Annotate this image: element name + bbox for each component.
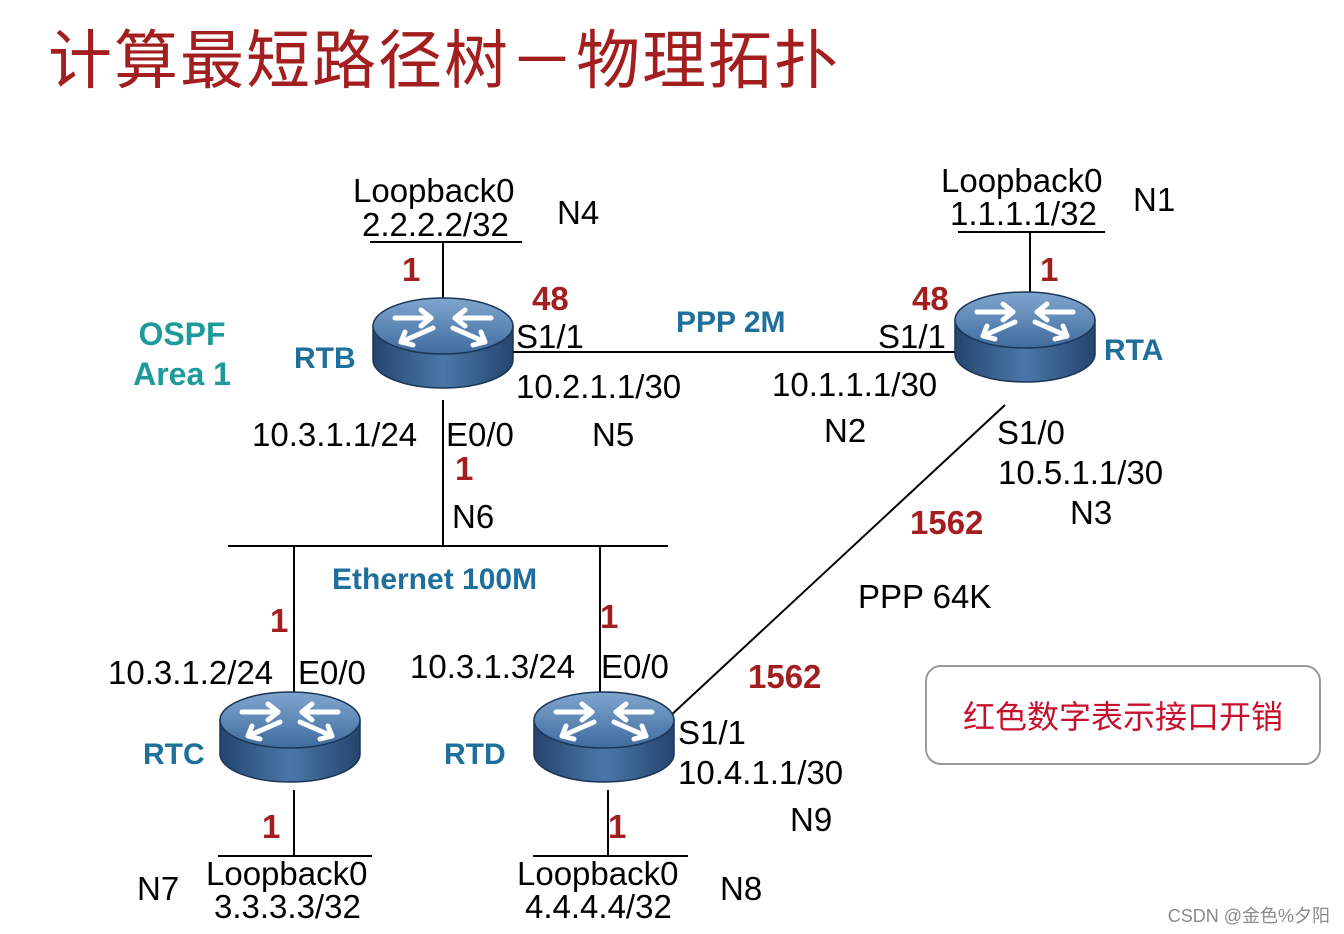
rtc-label: RTC	[143, 738, 205, 771]
rta-router-icon	[955, 292, 1095, 382]
rtd-s11-cost: 1562	[748, 658, 822, 695]
rtb-loopback-cost: 1	[402, 251, 421, 288]
watermark: CSDN @金色%夕阳	[1167, 906, 1330, 926]
rta-loopback-cost: 1	[1040, 251, 1059, 288]
rtd-e00-if: E0/0	[601, 648, 669, 685]
rta-loopback-net: N1	[1133, 181, 1176, 218]
rtd-loopback-ip: 4.4.4.4/32	[525, 888, 672, 925]
rtb-s11-net: N5	[592, 416, 635, 453]
rtd-s11-ip: 10.4.1.1/30	[678, 754, 844, 791]
rtd-s11-if: S1/1	[678, 714, 746, 751]
rtd-label: RTD	[444, 738, 506, 771]
rtc-router-icon	[220, 692, 360, 782]
rtb-e00-ip: 10.3.1.1/24	[252, 416, 418, 453]
rtd-s11-net: N9	[790, 801, 833, 838]
legend-text: 红色数字表示接口开销	[962, 698, 1283, 736]
rta-label: RTA	[1104, 334, 1164, 367]
rta-s11-net: N2	[824, 412, 867, 449]
rtb-e00-if: E0/0	[446, 416, 514, 453]
rtd-e00-cost: 1	[600, 598, 619, 635]
ppp-2m-label: PPP 2M	[676, 306, 786, 339]
rta-s10-if: S1/0	[997, 414, 1065, 451]
rtd-router-icon	[534, 692, 674, 782]
rtb-loopback-name: Loopback0	[353, 172, 515, 209]
rta-s10-ip: 10.5.1.1/30	[998, 454, 1164, 491]
rta-loopback-name: Loopback0	[941, 162, 1103, 199]
rtb-s11-if: S1/1	[516, 318, 584, 355]
legend-box: 红色数字表示接口开销	[925, 665, 1321, 765]
rtb-router-icon	[373, 298, 513, 388]
rtb-s11-ip: 10.2.1.1/30	[516, 368, 682, 405]
rtb-s11-cost: 48	[532, 280, 569, 317]
rtc-loopback-cost: 1	[262, 808, 281, 845]
rtd-loopback-name: Loopback0	[517, 855, 679, 892]
rtb-loopback-ip: 2.2.2.2/32	[362, 206, 509, 243]
ppp-64k-link	[667, 404, 1006, 719]
rtb-e00-net: N6	[452, 498, 495, 535]
rta-s10-cost: 1562	[910, 504, 984, 541]
rtc-e00-cost: 1	[270, 602, 289, 639]
rtb-label: RTB	[294, 342, 356, 375]
rtc-e00-ip: 10.3.1.2/24	[108, 654, 274, 691]
rtc-loopback-name: Loopback0	[206, 855, 368, 892]
rta-s11-ip: 10.1.1.1/30	[772, 366, 938, 403]
rta-loopback-ip: 1.1.1.1/32	[950, 195, 1097, 232]
rtc-e00-if: E0/0	[298, 654, 366, 691]
area-label-2: Area 1	[133, 356, 231, 392]
rtc-loopback-net: N7	[137, 870, 180, 907]
rtb-loopback-net: N4	[557, 194, 600, 231]
ethernet-label: Ethernet 100M	[332, 563, 538, 596]
rtd-loopback-cost: 1	[608, 808, 627, 845]
rtd-loopback-net: N8	[720, 870, 763, 907]
area-label-1: OSPF	[138, 316, 226, 352]
rtb-e00-cost: 1	[455, 450, 474, 487]
rta-s11-cost: 48	[912, 280, 949, 317]
rtd-e00-ip: 10.3.1.3/24	[410, 648, 576, 685]
page-title: 计算最短路径树－物理拓扑	[48, 25, 840, 99]
ppp-64k-label: PPP 64K	[858, 578, 992, 615]
rta-s11-if: S1/1	[878, 318, 946, 355]
rta-s10-net: N3	[1070, 494, 1113, 531]
rtc-loopback-ip: 3.3.3.3/32	[214, 888, 361, 925]
